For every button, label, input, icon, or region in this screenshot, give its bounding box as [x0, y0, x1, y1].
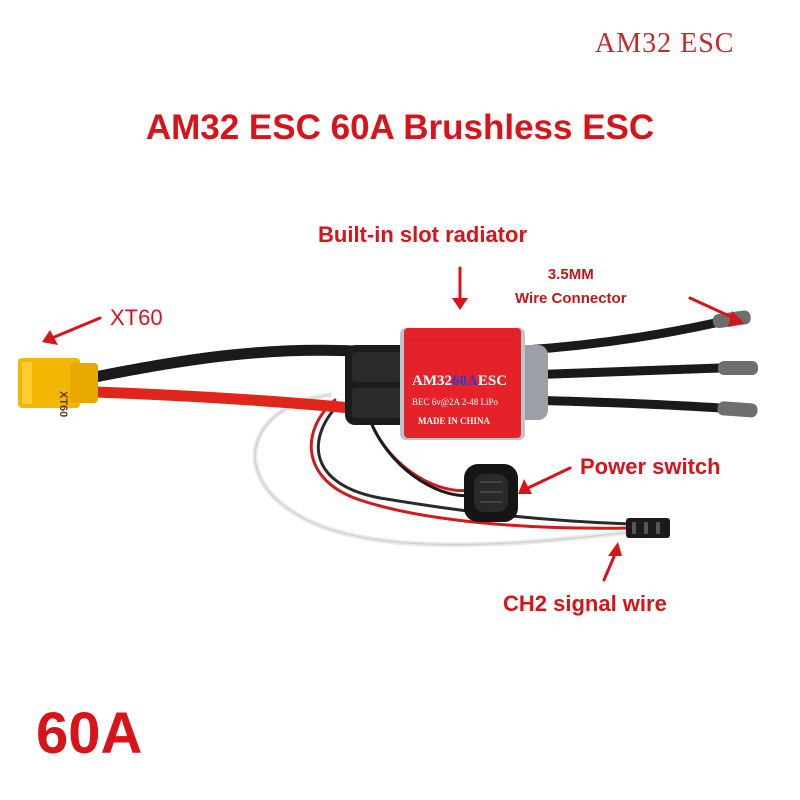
- signal-connector: [626, 518, 670, 538]
- label-ch2: CH2 signal wire: [503, 591, 667, 616]
- esc-spec: BEC 6v@2A 2-48 LiPo: [412, 397, 499, 407]
- label-xt60: XT60: [110, 305, 163, 330]
- current-rating: 60A: [36, 701, 143, 766]
- label-connector-size: 3.5MM: [547, 266, 594, 283]
- motor-wires: [520, 318, 725, 413]
- esc-origin: MADE IN CHINA: [418, 416, 491, 426]
- power-switch-wire: [368, 419, 473, 498]
- page-title: AM32 ESC 60A Brushless ESC: [145, 108, 655, 147]
- esc-model-prefix: AM32: [412, 373, 452, 389]
- svg-text:AM3260AESC: AM3260AESC: [412, 373, 507, 389]
- label-radiator: Built-in slot radiator: [318, 222, 527, 247]
- brand-watermark: AM32 ESC: [595, 28, 735, 59]
- label-connector: 3.5MM Wire Connector: [515, 263, 627, 311]
- esc-model-suffix: ESC: [478, 373, 507, 389]
- signal-wire: [252, 392, 633, 548]
- power-switch: [464, 464, 518, 522]
- esc-model-amps: 60A: [452, 373, 478, 389]
- xt60-connector: XT60: [18, 358, 98, 417]
- label-connector-type: Wire Connector: [515, 290, 627, 307]
- battery-wires: [89, 344, 378, 416]
- annotation-arrows: [42, 266, 744, 582]
- label-power-switch: Power switch: [580, 454, 721, 479]
- esc-body: AM3260AESC BEC 6v@2A 2-48 LiPo MADE IN C…: [400, 328, 548, 440]
- xt60-marking: XT60: [57, 391, 69, 417]
- capacitor-bank: [345, 345, 410, 425]
